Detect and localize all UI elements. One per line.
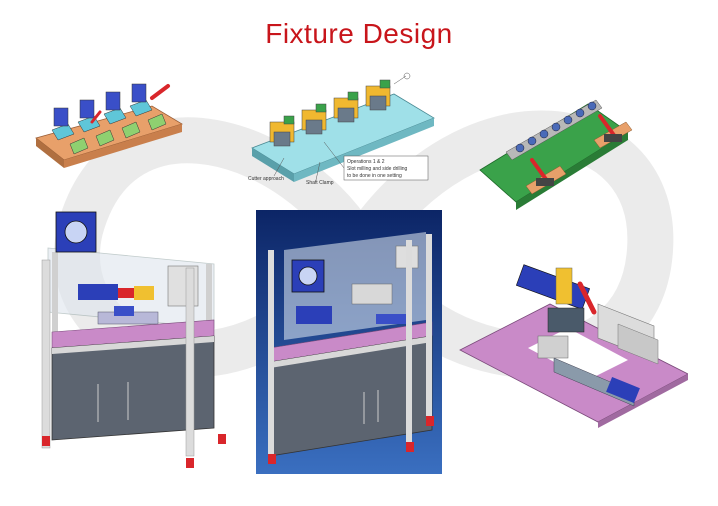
fixture-render-purple-base	[458, 264, 688, 434]
machine-render-left	[38, 208, 228, 474]
fixture-render-cyan-base: Operations 1 & 2 Slot milling and side d…	[244, 70, 444, 198]
annotation-operations: Operations 1 & 2	[347, 159, 385, 165]
annotation-shaft-clamp: Shaft Clamp	[306, 180, 334, 186]
annotation-one-setting: to be done in one setting	[347, 173, 402, 179]
machine-render-center	[256, 210, 442, 474]
fixture-render-copper-base	[34, 78, 184, 178]
annotation-slot-milling: Slot milling and side drilling	[347, 166, 408, 172]
fixture-render-green-base	[476, 82, 636, 212]
page-title: Fixture Design	[265, 18, 453, 49]
annotation-cutter-approach: Cutter approach	[248, 176, 284, 182]
